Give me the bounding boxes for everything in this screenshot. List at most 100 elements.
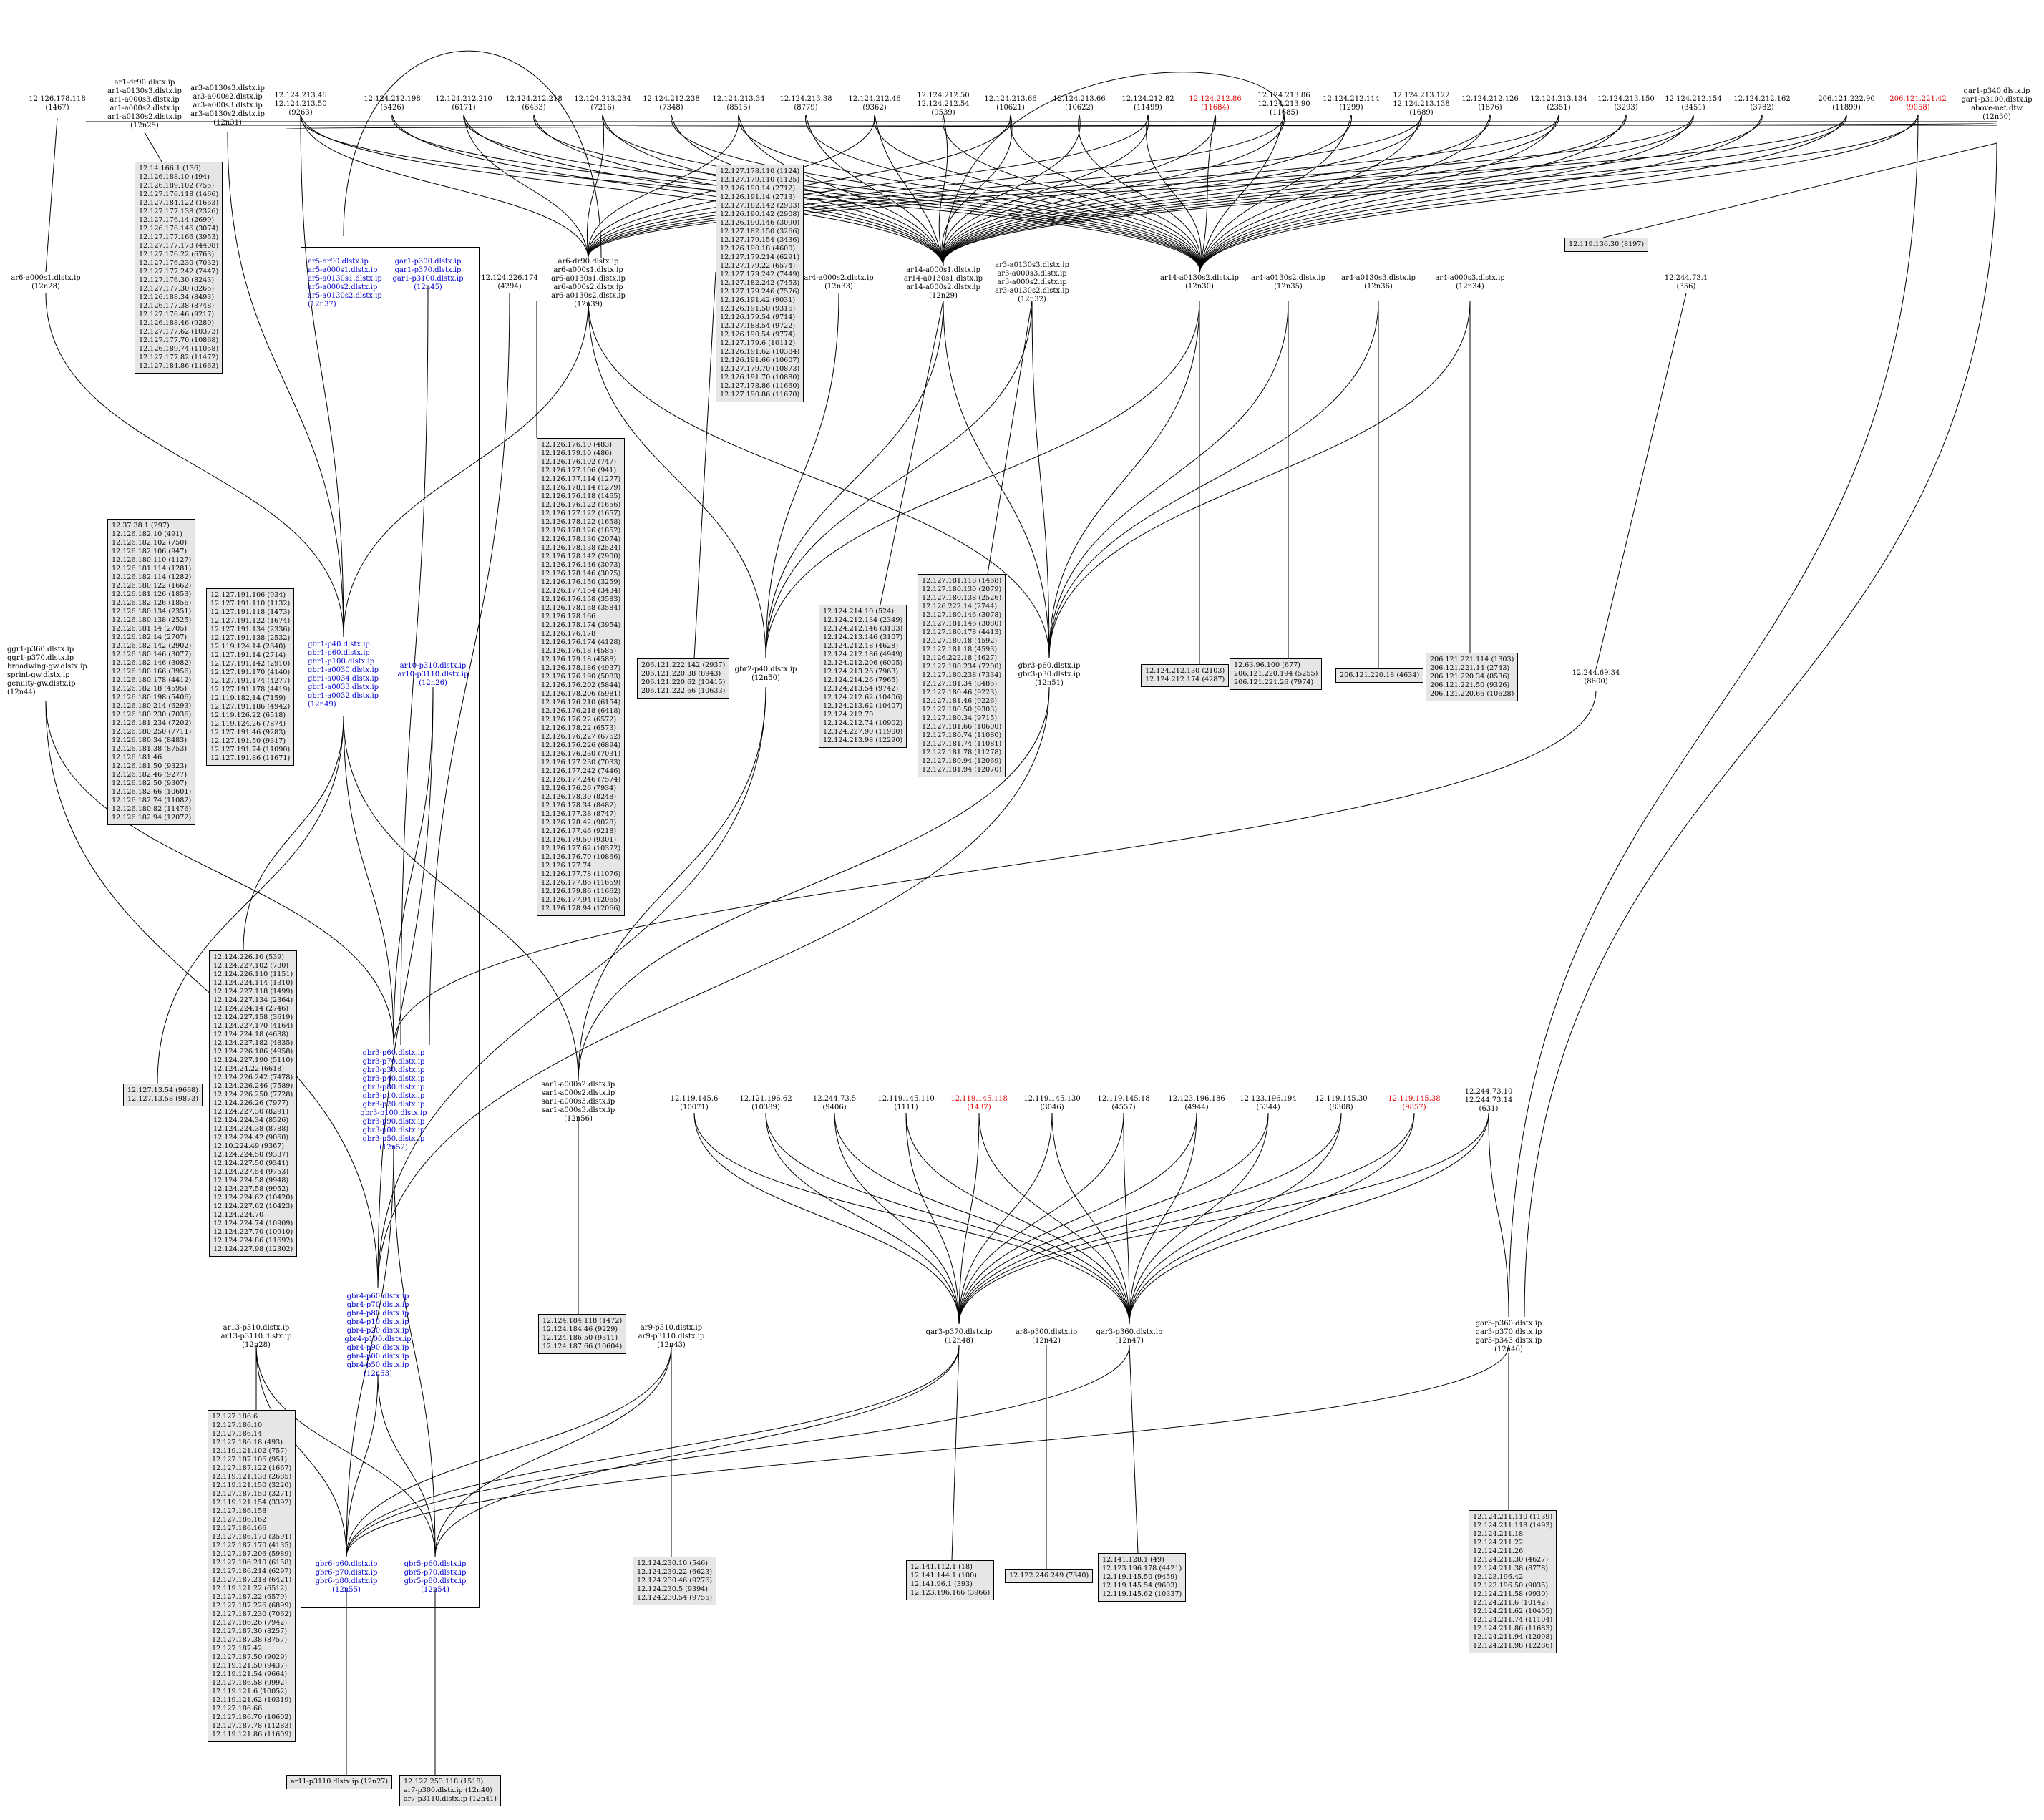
node-ar8[interactable]: ar8-p300.dlstx.ip (12n42) [1015,1328,1078,1345]
node-low-h[interactable]: 12.123.196.186 (4944) [1168,1095,1225,1111]
node-low-f[interactable]: 12.119.145.130 (3046) [1023,1095,1081,1111]
node-top-y[interactable]: 12.124.212.162 (3782) [1733,95,1791,112]
edge-69 [429,293,510,1046]
node-12-244-69-34[interactable]: 12.244.69.34 (8600) [1572,669,1620,686]
node-ar6b[interactable]: ar6-dr90.dlstx.ip ar6-a000s1.dlstx.ip ar… [551,258,626,308]
node-ar4b[interactable]: ar4-a0130s2.dlstx.ip (12n35) [1251,274,1325,291]
edge-137 [346,1345,1509,1557]
edge-90 [1524,142,1997,1318]
node-gbr3[interactable]: gbr3-p60.dlstx.ip gbr3-p70.dlstx.ip gbr3… [360,1049,427,1152]
edge-43 [943,114,1422,266]
edge-104 [45,701,394,1046]
edge-99 [578,686,766,1081]
node-top-v[interactable]: 12.124.213.134 (2351) [1530,95,1587,112]
node-top-k[interactable]: 12.124.213.38 (8779) [779,95,832,112]
node-ar6[interactable]: ar6-a000s1.dlstx.ip (12n28) [11,274,81,291]
edge-124 [1129,1112,1197,1325]
node-ar3[interactable]: ar3-a0130s3.dlstx.ip ar3-a000s3.dlstx.ip… [995,261,1069,303]
node-12-244-73-1[interactable]: 12.244.73.1 (356) [1664,274,1708,291]
edge-75 [943,300,1050,659]
node-ggr1[interactable]: ggr1-p360.dlstx.ip ggr1-p370.dlstx.ip br… [7,646,87,696]
node-top-o[interactable]: 12.124.213.66 (10622) [1053,95,1106,112]
edge-54 [1199,114,1694,273]
node-ar14b[interactable]: ar14-a0130s2.dlstx.ip (12n30) [1159,274,1240,291]
box-b9: 12.124.212.130 (2103) 12.124.212.174 (42… [1141,664,1230,687]
node-top-aa[interactable]: 206.121.221.42 (9058) [1889,95,1947,112]
edge-15 [586,114,605,258]
edge-20 [588,114,739,258]
node-cluster-gar1[interactable]: gar1-p300.dlstx.ip gar1-p370.dlstx.ip ga… [392,258,464,291]
node-top-i[interactable]: 12.124.212.238 (7348) [643,95,700,112]
node-gar3c[interactable]: gar3-p360.dlstx.ip gar3-p370.dlstx.ip ga… [1475,1320,1542,1353]
node-top-j[interactable]: 12.124.213.34 (8515) [712,95,765,112]
node-ar4c[interactable]: ar4-a0130s3.dlstx.ip (12n36) [1341,274,1416,291]
node-top-h[interactable]: 12.124.213.234 (7216) [574,95,631,112]
node-gbr4[interactable]: gbr4-p60.dlstx.ip gbr4-p70.dlstx.ip gbr4… [344,1293,412,1378]
node-gbr6[interactable]: gbr6-p60.dlstx.ip gbr6-p70.dlstx.ip gbr6… [315,1560,378,1594]
node-gar3b[interactable]: gar3-p360.dlstx.ip (12n47) [1096,1328,1163,1345]
node-top-e[interactable]: 12.124.212.198 (5426) [364,95,421,112]
node-gar3a[interactable]: gar3-p370.dlstx.ip (12n48) [925,1328,993,1345]
edge-133 [1488,1116,1509,1318]
node-low-b[interactable]: 12.121.196.62 (10389) [739,1095,792,1111]
node-top-d[interactable]: 12.124.213.46 12.124.213.50 (9263) [274,92,327,117]
node-low-g[interactable]: 12.119.145.18 (4557) [1097,1095,1150,1111]
node-ar4[interactable]: ar4-a000s2.dlstx.ip (12n33) [804,274,874,291]
node-gbr1[interactable]: gbr1-p40.dlstx.ip gbr1-p60.dlstx.ip gbr1… [308,641,379,709]
node-top-b[interactable]: ar1-dr90.dlstx.ip ar1-a0130s3.dlstx.ip a… [107,79,182,130]
box-b20: 12.122.246.249 (7640) [1005,1569,1094,1583]
node-top-ab[interactable]: gar1-p340.dlstx.ip gar1-p3100.dlstx.ip a… [1961,87,2033,121]
node-top-w[interactable]: 12.124.213.150 (3293) [1597,95,1655,112]
node-top-x[interactable]: 12.124.212.154 (3451) [1665,95,1722,112]
edge-42 [1199,114,1352,273]
edge-145 [393,1144,436,1557]
edge-91 [880,300,944,605]
edge-116 [905,1112,1130,1325]
node-low-l[interactable]: 12.244.73.10 12.244.73.14 (631) [1464,1088,1513,1113]
box-b12: 206.121.221.114 (1303) 206.121.221.14 (2… [1426,653,1519,701]
node-gbr3a[interactable]: gbr3-p60.dlstx.ip gbr3-p30.dlstx.ip (12n… [1018,662,1081,687]
node-top-n[interactable]: 12.124.213.66 (10621) [984,95,1037,112]
node-ar9[interactable]: ar9-p310.dlstx.ip ar9-p3110.dlstx.ip (12… [638,1324,705,1349]
node-top-f[interactable]: 12.124.212.210 (6171) [435,95,492,112]
node-ar10[interactable]: ar10-p310.dlstx.ip ar10-p3110.dlstx.ip (… [397,662,469,687]
edge-47 [1199,114,1491,273]
node-low-c[interactable]: 12.244.73.5 (9406) [812,1095,857,1111]
node-top-r[interactable]: 12.124.213.86 12.124.213.90 (11685) [1257,92,1310,117]
node-top-u[interactable]: 12.124.212.126 (1876) [1461,95,1519,112]
node-low-d[interactable]: 12.119.145.110 (1111) [877,1095,935,1111]
node-12-124-226-174[interactable]: 12.124.226.174 (4294) [481,274,538,291]
edge-129 [958,1112,1415,1325]
node-top-m[interactable]: 12.124.212.50 12.124.212.54 (9539) [917,92,970,117]
node-top-q[interactable]: 12.124.212.86 (11684) [1189,95,1242,112]
node-top-a[interactable]: 12.126.178.118 (1467) [29,95,86,112]
node-low-j[interactable]: 12.119.145.30 (8308) [1315,1095,1368,1111]
edge-59 [1199,114,1847,273]
edge-40 [588,114,1285,258]
node-top-s[interactable]: 12.124.212.114 (1299) [1323,95,1380,112]
node-ar14[interactable]: ar14-a000s1.dlstx.ip ar14-a0130s1.dlstx.… [903,266,983,300]
edge-10 [463,114,589,258]
node-low-k[interactable]: 12.119.145.38 (9857) [1388,1095,1441,1111]
node-sar1[interactable]: sar1-a000s2.dlstx.ip sar1-a000s2.dlstx.i… [541,1081,615,1123]
node-ar4d[interactable]: ar4-a000s3.dlstx.ip (12n34) [1435,274,1505,291]
node-top-z[interactable]: 206.121.222.90 (11899) [1818,95,1875,112]
node-gbr2[interactable]: gbr2-p40.dlstx.ip (12n50) [734,666,797,682]
edge-6 [391,114,944,266]
node-cluster-ar5[interactable]: ar5-dr90.dlstx.ip ar5-a000s1.dlstx.ip ar… [308,258,382,308]
node-gbr5[interactable]: gbr5-p60.dlstx.ip gbr5-p70.dlstx.ip gbr5… [404,1560,467,1594]
edge-76 [765,300,1033,659]
node-top-l[interactable]: 12.124.212.46 (9362) [848,95,901,112]
edge-46 [943,114,1491,266]
node-low-e[interactable]: 12.119.145.118 (1437) [950,1095,1008,1111]
node-top-c[interactable]: ar3-a0130s3.dlstx.ip ar3-a000s2.dlstx.ip… [190,84,265,127]
node-ar13[interactable]: ar13-p310.dlstx.ip ar13-p3110.dlstx.ip (… [220,1324,292,1349]
node-top-g[interactable]: 12.124.212.218 (6433) [505,95,563,112]
edge-50 [588,114,1559,258]
node-top-p[interactable]: 12.124.212.82 (11499) [1121,95,1174,112]
edge-101 [578,686,1050,1081]
node-top-t[interactable]: 12.124.213.122 12.124.213.138 (1689) [1393,92,1450,117]
node-low-i[interactable]: 12.123.196.194 (5344) [1240,1095,1297,1111]
node-low-a[interactable]: 12.119.145.6 (10071) [670,1095,719,1111]
box-b15: 12.127.13.54 (9668) 12.127.13.58 (9873) [123,1084,203,1106]
